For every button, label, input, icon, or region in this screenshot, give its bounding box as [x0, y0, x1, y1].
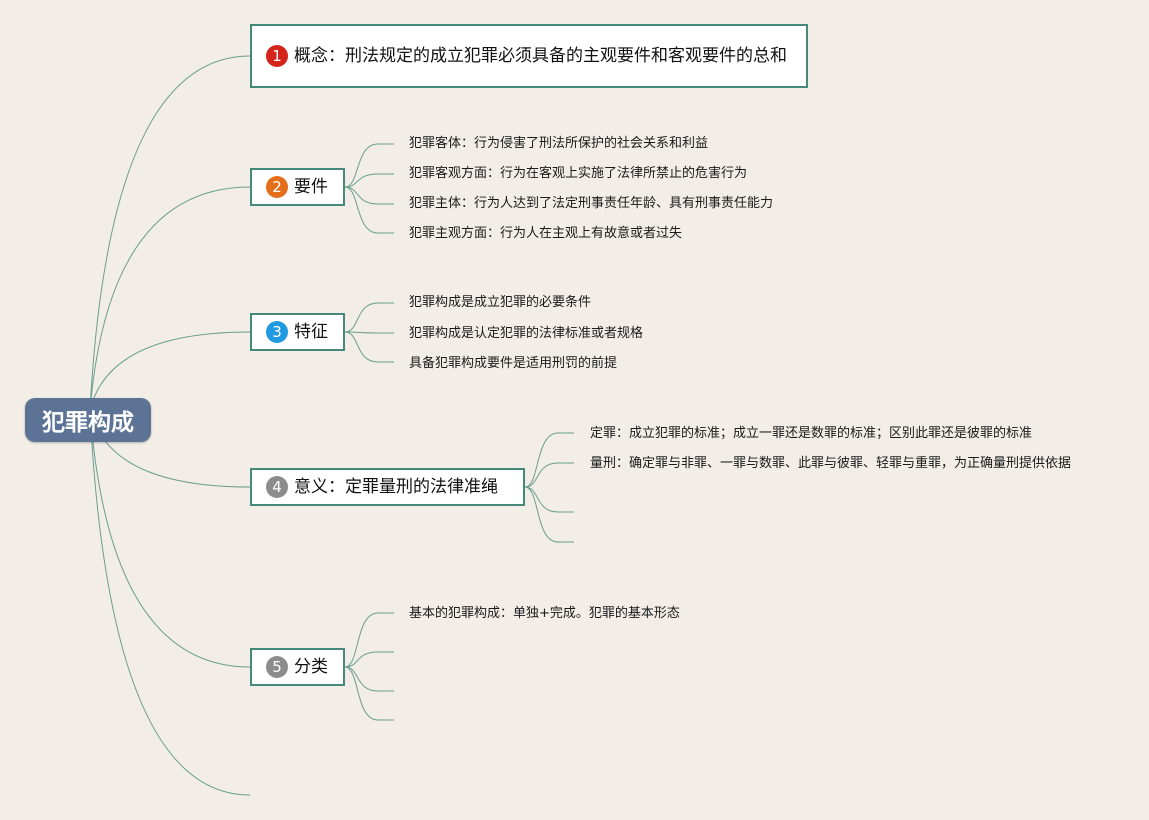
- number-badge-1: 1: [266, 45, 288, 67]
- connector-root-topic-3: [89, 331, 251, 411]
- connector-topic4-sub-1: [524, 432, 574, 488]
- connector-root-topic-6: [89, 409, 251, 796]
- subtopic-subjective-aspect[interactable]: 犯罪主观方面：行为人在主观上有故意或者过失: [409, 226, 683, 241]
- topic-classification[interactable]: 5 分类: [250, 648, 345, 686]
- subtopic-conviction[interactable]: 定罪：成立犯罪的标准；成立一罪还是数罪的标准；区别此罪还是彼罪的标准: [590, 426, 1033, 441]
- topic-label: 要件: [294, 177, 328, 197]
- subtopic-subject[interactable]: 犯罪主体：行为人达到了法定刑事责任年龄、具有刑事责任能力: [409, 196, 774, 211]
- connector-topic2-sub-4: [344, 186, 394, 234]
- connector-topic4-sub-2: [524, 462, 574, 488]
- root-label: 犯罪构成: [42, 410, 134, 436]
- topic-significance[interactable]: 4 意义：定罪量刑的法律准绳: [250, 468, 525, 506]
- connector-topic4-sub-4: [524, 486, 574, 543]
- topic-features[interactable]: 3 特征: [250, 313, 345, 351]
- connector-topic4-sub-3: [524, 486, 574, 513]
- connector-root-topic-2: [89, 186, 251, 411]
- number-badge-2: 2: [266, 176, 288, 198]
- topic-label: 概念：刑法规定的成立犯罪必须具备的主观要件和客观要件的总和: [294, 46, 787, 66]
- root-node[interactable]: 犯罪构成: [25, 398, 151, 442]
- connector-topic5-sub-1: [344, 612, 394, 668]
- number-badge-4: 4: [266, 476, 288, 498]
- connector-topic2-sub-2: [344, 173, 394, 188]
- connector-topic3-sub-3: [344, 331, 394, 363]
- connector-topic3-sub-2: [344, 331, 394, 334]
- subtopic-feature-2[interactable]: 犯罪构成是认定犯罪的法律标准或者规格: [409, 326, 644, 341]
- subtopic-feature-1[interactable]: 犯罪构成是成立犯罪的必要条件: [409, 295, 592, 310]
- connector-root-topic-1: [89, 55, 251, 411]
- connector-topic5-sub-3: [344, 666, 394, 692]
- topic-concept[interactable]: 1 概念：刑法规定的成立犯罪必须具备的主观要件和客观要件的总和: [250, 24, 808, 88]
- topic-label: 特征: [294, 322, 328, 342]
- topic-elements[interactable]: 2 要件: [250, 168, 345, 206]
- topic-label: 意义：定罪量刑的法律准绳: [294, 477, 498, 497]
- subtopic-sentencing[interactable]: 量刑：确定罪与非罪、一罪与数罪、此罪与彼罪、轻罪与重罪，为正确量刑提供依据: [590, 456, 1072, 471]
- subtopic-objective-aspect[interactable]: 犯罪客观方面：行为在客观上实施了法律所禁止的危害行为: [409, 166, 748, 181]
- connector-topic2-sub-3: [344, 186, 394, 205]
- connector-topic5-sub-2: [344, 651, 394, 668]
- topic-label: 分类: [294, 657, 328, 677]
- connector-topic3-sub-1: [344, 302, 394, 333]
- connector-root-topic-5: [89, 409, 251, 668]
- number-badge-3: 3: [266, 321, 288, 343]
- subtopic-object[interactable]: 犯罪客体：行为侵害了刑法所保护的社会关系和利益: [409, 136, 709, 151]
- connector-topic2-sub-1: [344, 143, 394, 188]
- number-badge-5: 5: [266, 656, 288, 678]
- subtopic-basic-constitution[interactable]: 基本的犯罪构成：单独+完成。犯罪的基本形态: [409, 606, 680, 621]
- connector-topic5-sub-4: [344, 666, 394, 721]
- subtopic-feature-3[interactable]: 具备犯罪构成要件是适用刑罚的前提: [409, 356, 618, 371]
